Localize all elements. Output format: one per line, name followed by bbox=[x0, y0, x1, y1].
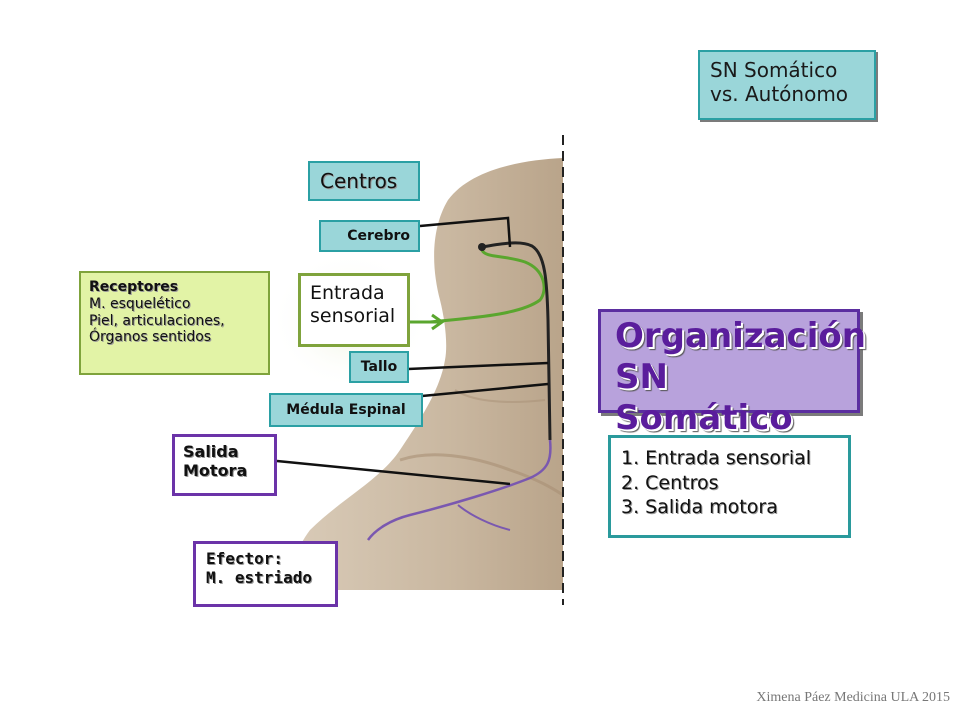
cerebro-connector bbox=[419, 216, 512, 248]
central-pathway bbox=[481, 241, 552, 441]
receptores-item: M. esquelético bbox=[89, 295, 191, 312]
salida-line-1: Salida bbox=[183, 442, 239, 461]
step-item: 2. Centros bbox=[621, 471, 719, 494]
cerebro-text: Cerebro bbox=[347, 228, 410, 244]
comparison-line-1: SN Somático bbox=[710, 58, 838, 82]
sensory-arrow bbox=[408, 313, 445, 331]
credit-text: Ximena Páez Medicina ULA 2015 bbox=[756, 690, 950, 705]
sensory-nerve bbox=[429, 249, 546, 324]
receptores-box: Receptores M. esquelético Piel, articula… bbox=[79, 271, 270, 375]
medula-text: Médula Espinal bbox=[286, 402, 406, 418]
receptores-item: Piel, articulaciones, bbox=[89, 312, 225, 329]
efector-line-1: Efector: bbox=[206, 549, 284, 568]
title-line-2: SN Somático bbox=[615, 356, 793, 438]
tallo-text: Tallo bbox=[360, 359, 398, 375]
tallo-label: Tallo bbox=[349, 351, 409, 383]
cerebro-label: Cerebro bbox=[319, 220, 420, 252]
shoulder-shading bbox=[399, 453, 564, 497]
salida-line-2: Motora bbox=[183, 461, 248, 481]
steps-box: 1. Entrada sensorial 2. Centros 3. Salid… bbox=[608, 435, 851, 538]
efector-line-2: M. estriado bbox=[206, 568, 312, 588]
centros-text: Centros bbox=[320, 169, 398, 193]
title-box: Organización SN Somático bbox=[598, 309, 866, 438]
medula-label: Médula Espinal bbox=[269, 393, 423, 427]
tallo-connector bbox=[407, 361, 549, 371]
title-line-1: Organización bbox=[615, 316, 866, 356]
comparison-line-2: vs. Autónomo bbox=[710, 82, 849, 106]
receptores-item: Órganos sentidos bbox=[89, 329, 212, 346]
motor-nerve-branch bbox=[457, 504, 511, 531]
comparison-box: SN Somático vs. Autónomo bbox=[698, 50, 876, 120]
centros-label: Centros bbox=[308, 161, 420, 201]
step-item: 3. Salida motora bbox=[621, 496, 778, 519]
salida-label: Salida Motora bbox=[172, 434, 277, 496]
medula-connector bbox=[421, 382, 549, 398]
motor-nerve bbox=[366, 439, 552, 541]
entrada-line-1: Entrada bbox=[310, 282, 385, 304]
step-item: 1. Entrada sensorial bbox=[621, 447, 812, 469]
salida-connector bbox=[276, 459, 511, 486]
receptores-title: Receptores bbox=[89, 279, 179, 295]
efector-label: Efector: M. estriado bbox=[193, 541, 338, 607]
entrada-line-2: sensorial bbox=[310, 304, 396, 327]
brain-neuron bbox=[478, 243, 486, 251]
entrada-label: Entrada sensorial bbox=[298, 273, 410, 347]
